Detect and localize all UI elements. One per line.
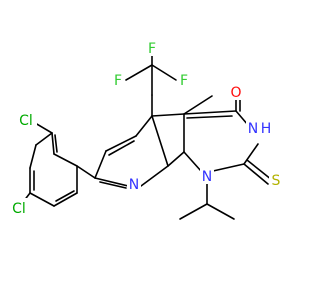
molecule-structure: Cl Cl F F F O N H N N S (8, 40, 283, 220)
bonds (19, 51, 273, 220)
atom-labels: Cl Cl F F F O N H N N S (8, 40, 283, 218)
nitrogen-label: N (129, 177, 139, 193)
hydrogen-label: H (261, 121, 272, 137)
fluorine-label: F (148, 41, 156, 57)
chlorine-label: Cl (12, 201, 26, 217)
nitrogen-label: N (202, 169, 212, 185)
oxygen-label: O (230, 85, 241, 101)
chlorine-label: Cl (19, 113, 33, 129)
sulfur-label: S (272, 173, 281, 189)
fluorine-label: F (180, 73, 188, 89)
fluorine-label: F (114, 73, 122, 89)
nitrogen-label: N (248, 121, 258, 137)
